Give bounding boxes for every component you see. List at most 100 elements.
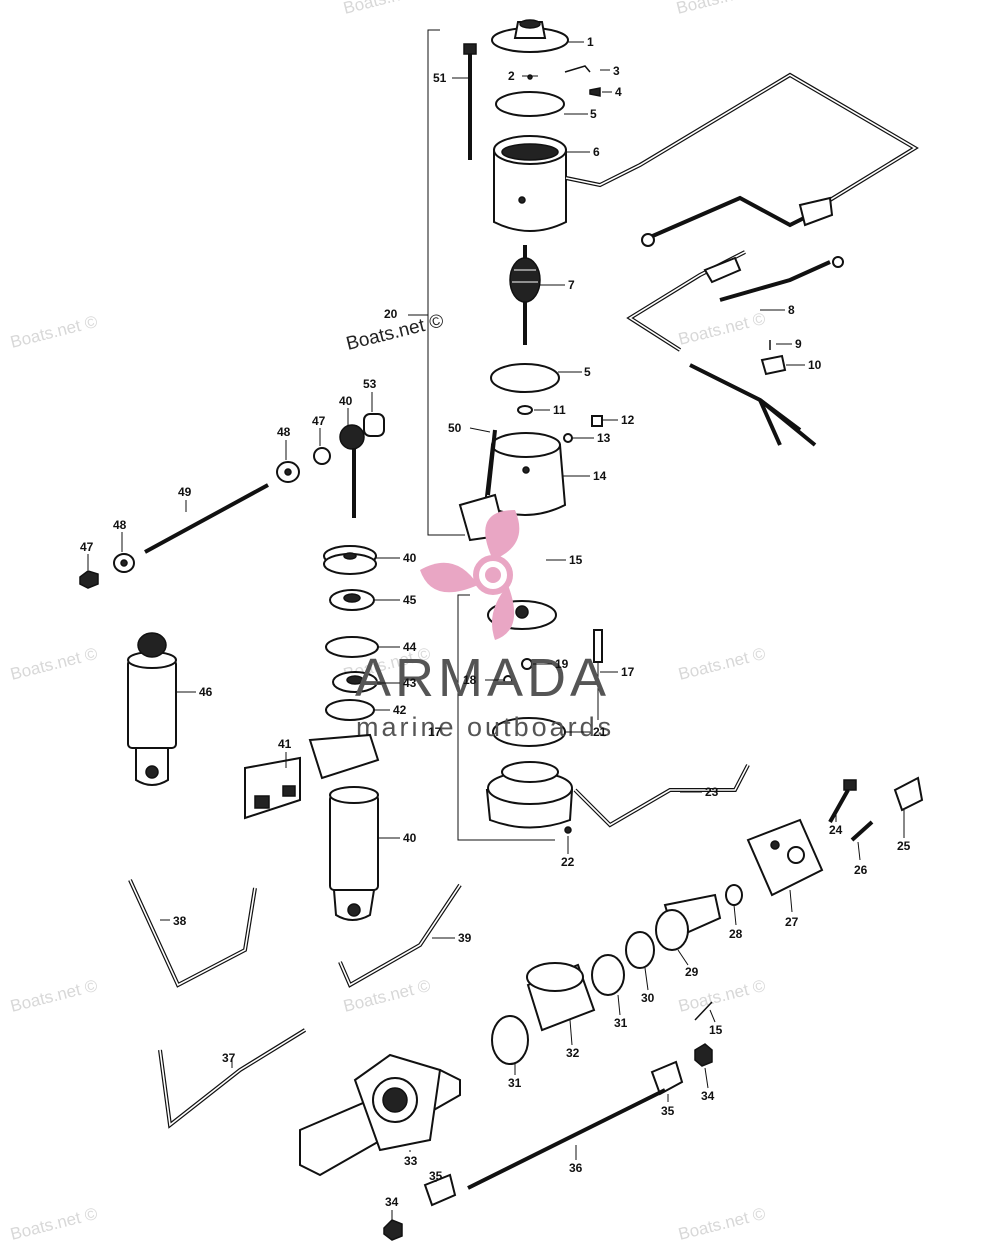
- part-40-lower-cylinder: [329, 786, 379, 921]
- part-39-tube: [338, 883, 462, 988]
- part-36-pivot-rod: [467, 1088, 666, 1190]
- callout-label: 24: [829, 823, 843, 837]
- logo-tagline: marine outboards: [356, 712, 614, 742]
- callout-label: 5: [590, 107, 597, 121]
- callout-label: 13: [597, 431, 611, 445]
- callout-label: 37: [222, 1051, 236, 1065]
- callout-label: 44: [403, 640, 417, 654]
- callout-label: 19: [555, 657, 569, 671]
- parts-47-48-rod-hardware: [79, 553, 135, 589]
- callout-label: 31: [508, 1076, 522, 1090]
- part-7-armature: [509, 245, 541, 345]
- callout-label: 51: [433, 71, 447, 85]
- callout-label: 40: [403, 831, 417, 845]
- callout-label: 38: [173, 914, 187, 928]
- callout-label: 40: [339, 394, 353, 408]
- watermark-text: Boats.net ©: [341, 0, 432, 18]
- callout-label: 49: [178, 485, 192, 499]
- parts-40-45-44-43-42-stack: [323, 545, 379, 721]
- part-8-wire-harness: [626, 250, 844, 447]
- callout-label: 35: [661, 1104, 675, 1118]
- callout-label: 17: [428, 725, 442, 739]
- armada-logo: ARMADA marine outboards: [355, 510, 614, 742]
- callout-label: 8: [788, 303, 795, 317]
- callout-label: 2: [508, 69, 515, 83]
- parts-40-53-pivot-link: [276, 413, 385, 518]
- callout-label: 14: [593, 469, 607, 483]
- part-51-through-bolt: [463, 43, 477, 160]
- parts-24-27-valve-block: [746, 776, 924, 897]
- watermark-text: Boats.net ©: [676, 309, 767, 349]
- callout-label: 28: [729, 927, 743, 941]
- part-49-rod: [144, 483, 269, 554]
- callout-label: 33: [404, 1154, 418, 1168]
- part-37-tube: [158, 1028, 307, 1129]
- watermark-text: Boats.net ©: [676, 976, 767, 1016]
- callout-label: 29: [685, 965, 699, 979]
- callout-label: 30: [641, 991, 655, 1005]
- callout-label: 40: [403, 551, 417, 565]
- parts-2-3-4-small-hardware: [527, 65, 601, 97]
- part-41-bracket: [244, 733, 380, 820]
- part-1-end-cap: [491, 19, 569, 53]
- watermark-text: Boats.net ©: [8, 644, 99, 684]
- callout-label: 21: [593, 725, 607, 739]
- callout-label: 15: [709, 1023, 723, 1037]
- callout-label: 22: [561, 855, 575, 869]
- callout-label: 1: [587, 35, 594, 49]
- watermark-text: Boats.net ©: [676, 644, 767, 684]
- callout-label: 7: [568, 278, 575, 292]
- callout-label: 32: [566, 1046, 580, 1060]
- logo-wordmark: ARMADA: [355, 648, 610, 708]
- watermark-text: Boats.net ©: [8, 312, 99, 352]
- watermark-text: Boats.net ©: [8, 976, 99, 1016]
- callout-label: 3: [613, 64, 620, 78]
- callout-label: 6: [593, 145, 600, 159]
- parts-9-10-clip: [760, 340, 787, 376]
- parts-15-34-35-right: [650, 1001, 713, 1096]
- part-23-hydraulic-line: [573, 764, 750, 828]
- callout-label: 48: [113, 518, 127, 532]
- watermark-text: Boats.net ©: [8, 1204, 99, 1244]
- callout-label: 18: [463, 673, 477, 687]
- callout-label: 5: [584, 365, 591, 379]
- callout-label: 23: [705, 785, 719, 799]
- callout-label: 39: [458, 931, 472, 945]
- callout-label: 53: [363, 377, 377, 391]
- parts-12-13-fittings: [563, 415, 603, 443]
- callout-label: 34: [701, 1089, 715, 1103]
- part-22-screw: [564, 826, 572, 834]
- callout-label: 11: [553, 403, 566, 417]
- callout-label: 36: [569, 1161, 583, 1175]
- callout-label: 20: [384, 307, 398, 321]
- watermark-text: Boats.net ©: [676, 1204, 767, 1244]
- part-38-tube: [128, 879, 257, 988]
- callout-labels: 1 2 3 4 5 6 51 7 20 8 9 10 5 11 12 13 50…: [80, 35, 911, 1209]
- part-33-mounting-bracket: [299, 1053, 461, 1177]
- callout-label: 34: [385, 1195, 399, 1209]
- parts-34-35-left: [383, 1173, 457, 1241]
- motor-group-bracket: [408, 29, 555, 841]
- callout-label: 27: [785, 915, 799, 929]
- callout-label: 25: [897, 839, 911, 853]
- callout-label: 42: [393, 703, 407, 717]
- part-46-trim-cylinder: [127, 632, 177, 786]
- callout-label: 45: [403, 593, 417, 607]
- callout-label: 47: [312, 414, 326, 428]
- callout-label: 47: [80, 540, 94, 554]
- part-5-ring-lower: [490, 363, 560, 393]
- leader-lines: [87, 41, 905, 1220]
- callout-label: 41: [278, 737, 292, 751]
- callout-label: 46: [199, 685, 213, 699]
- callout-label: 48: [277, 425, 291, 439]
- callout-label: 17: [621, 665, 635, 679]
- callout-label: 9: [795, 337, 802, 351]
- callout-label: 15: [569, 553, 583, 567]
- parts-28-32-tilt-components: [491, 884, 743, 1065]
- callout-label: 50: [448, 421, 462, 435]
- callout-label: 10: [808, 358, 822, 372]
- part-5-ring: [495, 91, 565, 117]
- callout-label: 35: [429, 1169, 443, 1183]
